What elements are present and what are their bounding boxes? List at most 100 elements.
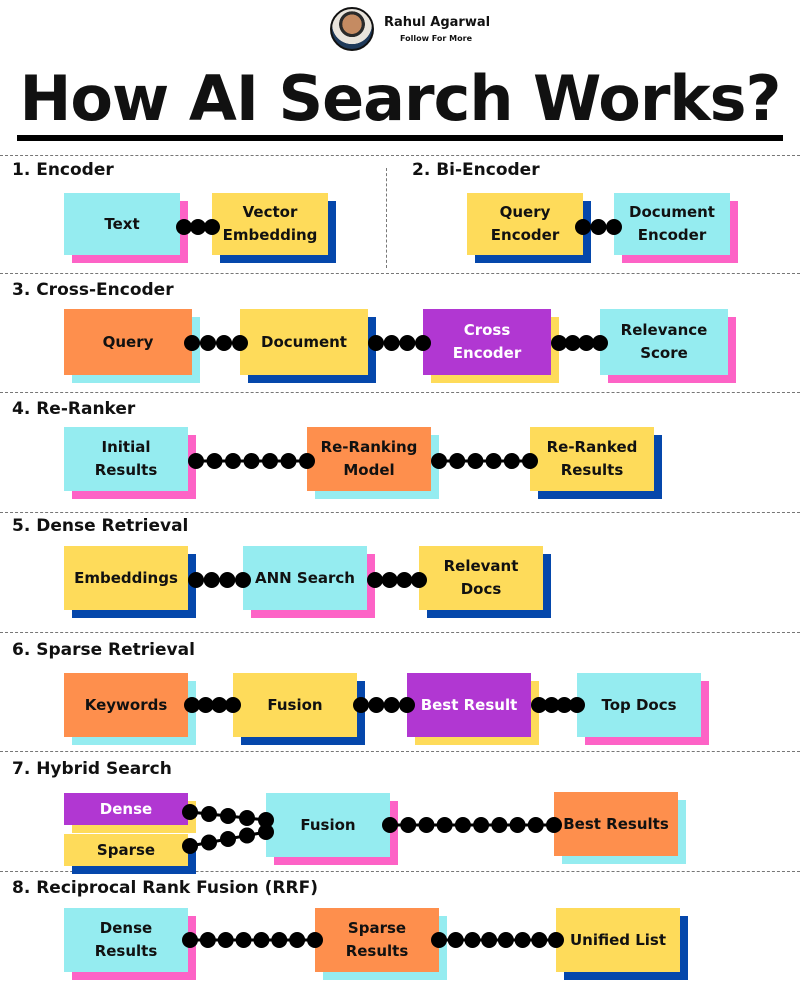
node-label: Relevant Docs	[419, 546, 543, 610]
node-label: Fusion	[266, 793, 390, 857]
chain-bead	[383, 697, 400, 713]
chain-bead	[564, 335, 581, 351]
chain-bead	[271, 932, 288, 948]
node-query-encoder: Query Encoder	[467, 193, 591, 263]
chain-bead	[225, 453, 241, 469]
chain-bead	[217, 932, 234, 948]
chain-connector	[188, 453, 315, 469]
chain-bead	[280, 453, 297, 469]
node-unified-list: Unified List	[556, 908, 688, 980]
chain-bead	[220, 808, 236, 824]
chain-bead	[590, 219, 607, 235]
node-label: Unified List	[556, 908, 680, 972]
chain-bead	[197, 697, 214, 713]
author-avatar	[330, 7, 374, 51]
author-header: Rahul Agarwal Follow For More	[330, 7, 490, 51]
node-label: Vector Embedding	[212, 193, 328, 255]
node-dense-results: Dense Results	[64, 908, 196, 980]
node-label: Initial Results	[64, 427, 188, 491]
author-name: Rahul Agarwal	[384, 15, 491, 30]
node-label: Sparse Results	[315, 908, 439, 972]
chain-bead	[368, 697, 385, 713]
node-label: Re-Ranked Results	[530, 427, 654, 491]
node-fusion: Fusion	[233, 673, 365, 745]
chain-bead	[381, 572, 398, 588]
chain-bead	[454, 817, 471, 833]
section-title-sparse-retrieval: 6. Sparse Retrieval	[12, 640, 195, 660]
node-label: Best Results	[554, 792, 678, 856]
chain-bead	[201, 806, 217, 822]
node-label: Query Encoder	[467, 193, 583, 255]
node-sparse: Sparse	[64, 834, 196, 874]
divider	[0, 751, 800, 752]
chain-bead	[543, 697, 560, 713]
node-label: Document Encoder	[614, 193, 730, 255]
node-label: Text	[64, 193, 180, 255]
node-document: Document	[240, 309, 376, 383]
node-label: Top Docs	[577, 673, 701, 737]
divider	[0, 155, 800, 156]
node-label: Sparse	[64, 834, 188, 866]
node-label: Keywords	[64, 673, 188, 737]
chain-bead	[243, 453, 260, 469]
section-title-hybrid-search: 7. Hybrid Search	[12, 759, 172, 779]
chain-bead	[531, 932, 548, 948]
node-ann-search: ANN Search	[243, 546, 375, 618]
section-title-rrf: 8. Reciprocal Rank Fusion (RRF)	[12, 878, 318, 898]
chain-connector	[182, 932, 323, 948]
chain-bead	[199, 932, 216, 948]
node-label: Dense	[64, 793, 188, 825]
node-vector-embedding: Vector Embedding	[212, 193, 336, 263]
node-fusion: Fusion	[266, 793, 398, 865]
chain-bead	[383, 335, 400, 351]
chain-bead	[239, 810, 255, 826]
section-title-bi-encoder: 2. Bi-Encoder	[412, 160, 540, 180]
chain-bead	[467, 453, 484, 469]
node-embeddings: Embeddings	[64, 546, 196, 618]
node-relevant-docs: Relevant Docs	[419, 546, 551, 618]
node-keywords: Keywords	[64, 673, 196, 745]
chain-bead	[527, 817, 544, 833]
chain-bead	[190, 219, 206, 235]
chain-bead	[396, 572, 413, 588]
node-label: Fusion	[233, 673, 357, 737]
page-title: How AI Search Works?	[0, 62, 800, 141]
divider	[0, 512, 800, 513]
chain-line	[189, 830, 267, 848]
chain-bead	[200, 335, 216, 351]
chain-bead	[514, 932, 531, 948]
node-label: Re-Ranking Model	[307, 427, 431, 491]
node-cross-encoder: Cross Encoder	[423, 309, 559, 383]
chain-bead	[491, 817, 508, 833]
chain-connector	[431, 932, 564, 948]
chain-bead	[578, 335, 595, 351]
chain-bead	[509, 817, 526, 833]
chain-connector	[431, 453, 538, 469]
chain-bead	[400, 817, 417, 833]
node-label: Relevance Score	[600, 309, 728, 375]
section-title-encoder: 1. Encoder	[12, 160, 114, 180]
node-query: Query	[64, 309, 200, 383]
node-label: Cross Encoder	[423, 309, 551, 375]
chain-bead	[464, 932, 481, 948]
node-label: Best Result	[407, 673, 531, 737]
chain-bead	[201, 834, 217, 851]
section-title-dense-retrieval: 5. Dense Retrieval	[12, 516, 189, 536]
chain-line	[189, 810, 267, 822]
chain-bead	[206, 453, 223, 469]
chain-bead	[220, 831, 236, 847]
chain-bead	[556, 697, 573, 713]
section-title-re-ranker: 4. Re-Ranker	[12, 399, 136, 419]
chain-bead	[436, 817, 453, 833]
section-title-cross-encoder: 3. Cross-Encoder	[12, 280, 174, 300]
node-relevance-score: Relevance Score	[600, 309, 736, 383]
node-best-results: Best Results	[554, 792, 686, 864]
node-sparse-results: Sparse Results	[315, 908, 447, 980]
node-label: ANN Search	[243, 546, 367, 610]
author-subtitle: Follow For More	[400, 34, 472, 43]
node-re-ranking-model: Re-Ranking Model	[307, 427, 439, 499]
node-text: Text	[64, 193, 188, 263]
divider	[0, 871, 800, 872]
node-initial-results: Initial Results	[64, 427, 196, 499]
vertical-divider	[386, 168, 387, 268]
